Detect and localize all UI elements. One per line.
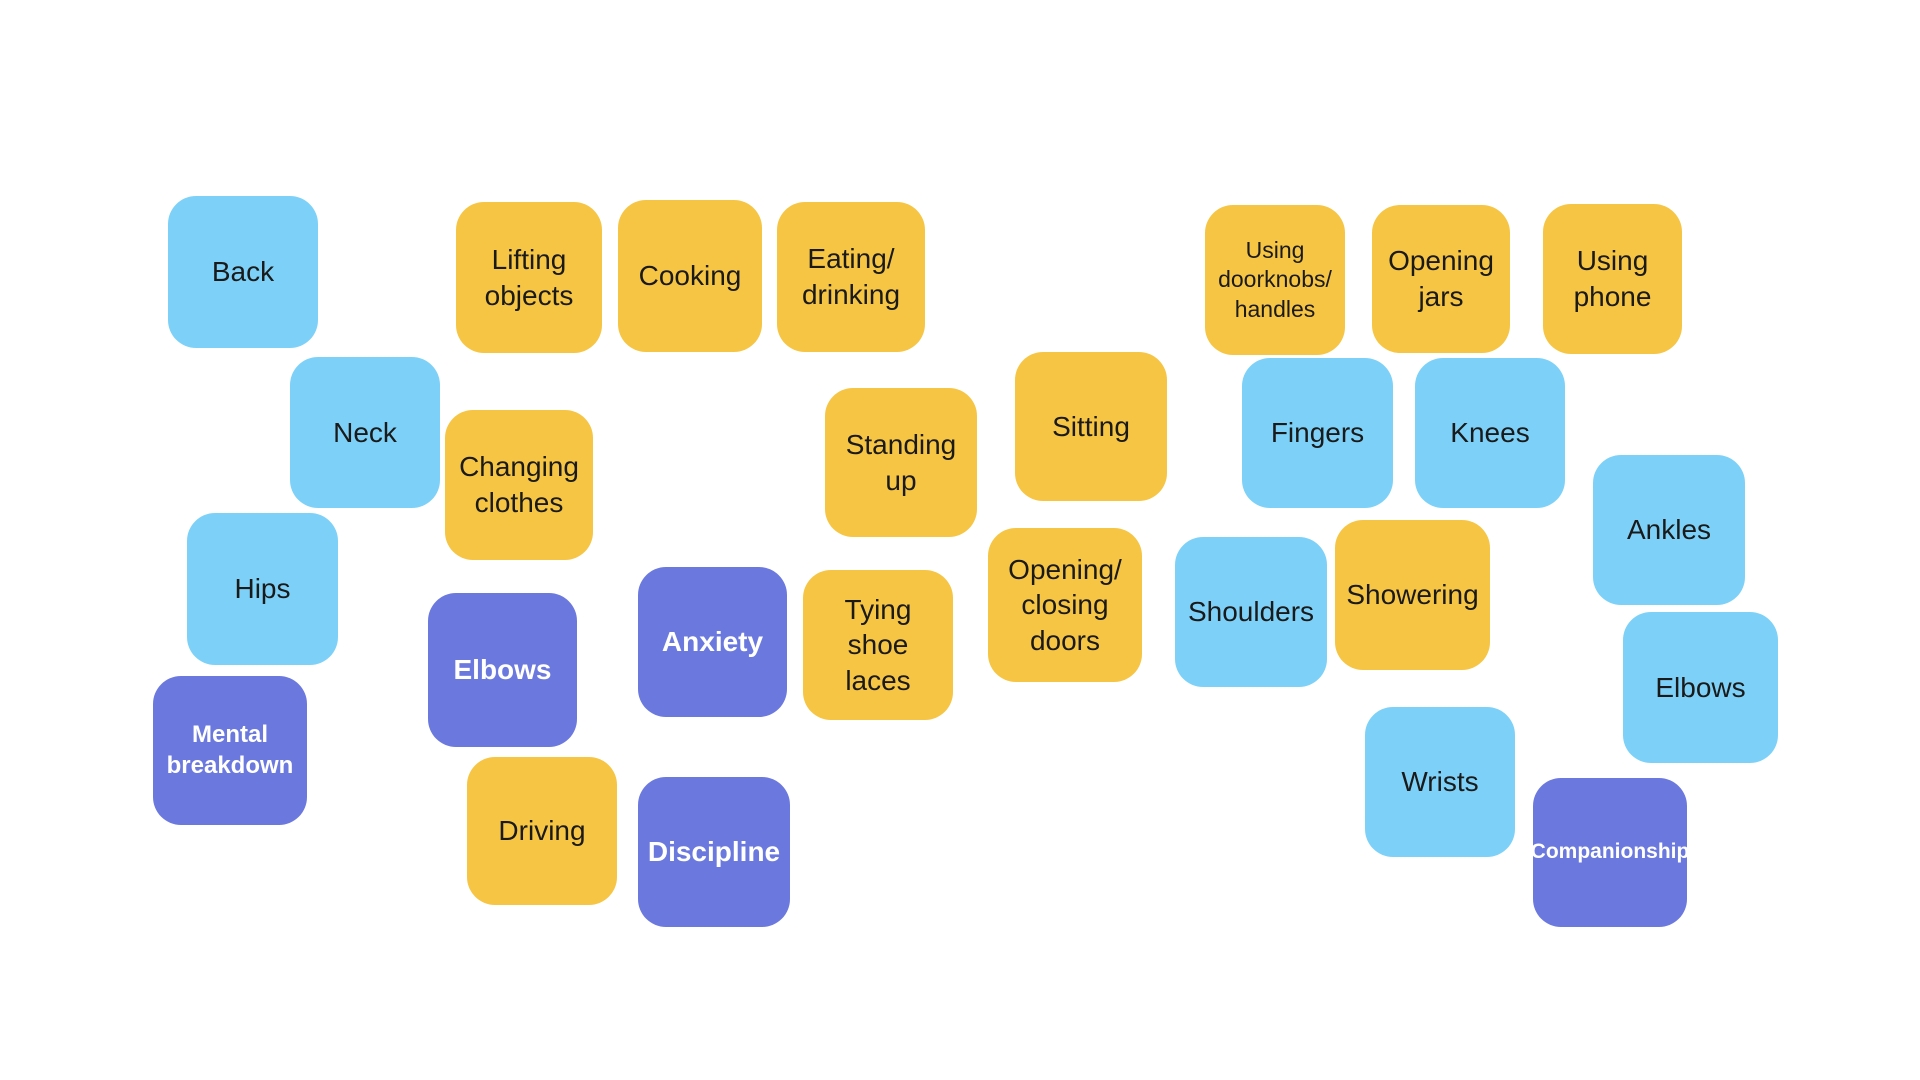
sticky-note-elbows[interactable]: Elbows	[428, 593, 577, 747]
sticky-note-label: Fingers	[1270, 417, 1365, 449]
sticky-note-opening-closing-doors[interactable]: Opening/ closing doors	[988, 528, 1142, 682]
sticky-note-fingers[interactable]: Fingers	[1242, 358, 1393, 508]
sticky-note-label: Using phone	[1573, 245, 1652, 312]
sticky-note-companionship[interactable]: Companionship	[1530, 778, 1690, 927]
sticky-note-label: Knees	[1450, 417, 1530, 449]
sticky-note-label: Anxiety	[661, 626, 764, 658]
sticky-note-label: Hips	[234, 573, 291, 605]
sticky-note-label: Discipline	[647, 836, 781, 868]
sticky-note-label: Sitting	[1052, 410, 1130, 442]
sticky-note-ankles[interactable]: Ankles	[1593, 455, 1745, 605]
sticky-note-elbows[interactable]: Elbows	[1623, 612, 1778, 763]
sticky-note-neck[interactable]: Neck	[290, 357, 440, 508]
sticky-note-back[interactable]: Back	[168, 196, 318, 348]
sticky-note-label: Neck	[333, 416, 397, 448]
sticky-note-opening-jars[interactable]: Opening jars	[1372, 205, 1510, 353]
sticky-note-label: Wrists	[1401, 766, 1479, 798]
sticky-note-anxiety[interactable]: Anxiety	[638, 567, 787, 717]
sticky-note-label: Mental breakdown	[166, 721, 294, 779]
sticky-note-knees[interactable]: Knees	[1415, 358, 1565, 508]
sticky-note-label: Lifting objects	[484, 243, 574, 311]
sticky-note-showering[interactable]: Showering	[1335, 520, 1490, 670]
sticky-note-label: Back	[211, 256, 275, 288]
sticky-note-lifting-objects[interactable]: Lifting objects	[456, 202, 602, 353]
sticky-note-sitting[interactable]: Sitting	[1015, 352, 1167, 501]
sticky-note-eating-drinking[interactable]: Eating/ drinking	[777, 202, 925, 352]
sticky-note-label: Driving	[498, 815, 586, 847]
sticky-note-label: Tying shoe laces	[844, 593, 912, 696]
sticky-note-label: Elbows	[1655, 671, 1746, 703]
sticky-note-cooking[interactable]: Cooking	[618, 200, 762, 352]
sticky-note-label: Companionship	[1530, 840, 1690, 864]
sticky-note-discipline[interactable]: Discipline	[638, 777, 790, 927]
sticky-note-label: Ankles	[1626, 514, 1712, 546]
sticky-note-label: Shoulders	[1187, 596, 1315, 628]
sticky-note-using-phone[interactable]: Using phone	[1543, 204, 1682, 354]
sticky-note-label: Elbows	[453, 654, 552, 686]
sticky-note-mental-breakdown[interactable]: Mental breakdown	[153, 676, 307, 825]
sticky-note-label: Eating/ drinking	[801, 243, 901, 310]
sticky-note-label: Using doorknobs/ handles	[1218, 237, 1332, 322]
sticky-note-changing-clothes[interactable]: Changing clothes	[445, 410, 593, 560]
sticky-note-shoulders[interactable]: Shoulders	[1175, 537, 1327, 687]
sticky-note-tying-shoe-laces[interactable]: Tying shoe laces	[803, 570, 953, 720]
sticky-note-wrists[interactable]: Wrists	[1365, 707, 1515, 857]
sticky-note-label: Showering	[1346, 579, 1479, 611]
sticky-note-driving[interactable]: Driving	[467, 757, 617, 905]
sticky-note-hips[interactable]: Hips	[187, 513, 338, 665]
sticky-note-label: Opening jars	[1388, 245, 1494, 312]
sticky-note-label: Opening/ closing doors	[1008, 553, 1122, 656]
sticky-note-label: Cooking	[638, 260, 742, 292]
sticky-note-label: Changing clothes	[459, 451, 579, 518]
sticky-note-standing-up[interactable]: Standing up	[825, 388, 977, 537]
sticky-note-using-doorknobs-handles[interactable]: Using doorknobs/ handles	[1205, 205, 1345, 355]
sticky-note-label: Standing up	[845, 428, 957, 496]
